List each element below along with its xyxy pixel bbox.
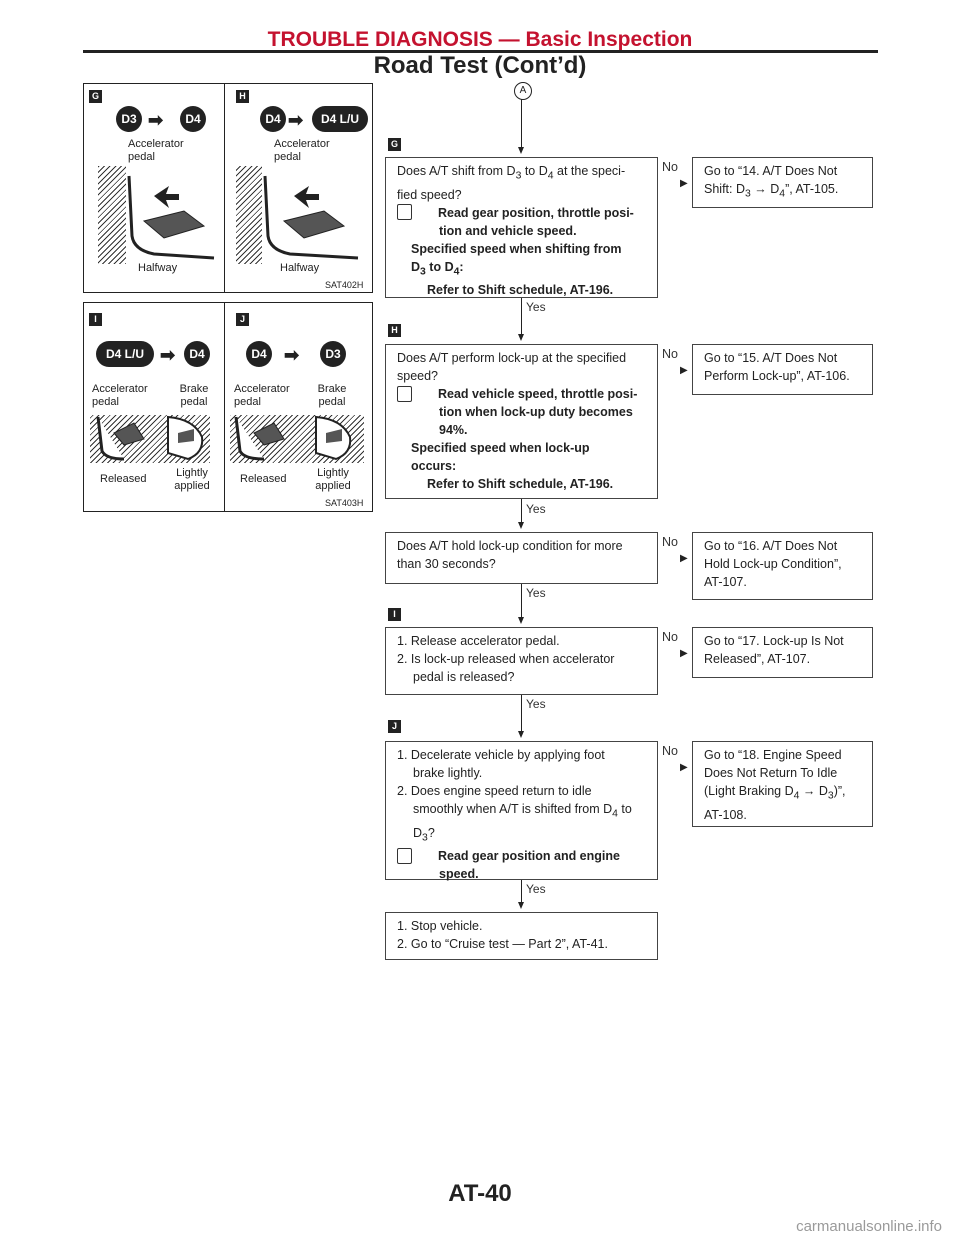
- start-marker-label: A: [519, 85, 527, 96]
- header-rule: [83, 50, 878, 53]
- flow-connector: [521, 880, 522, 902]
- watermark: carmanualsonline.info: [796, 1218, 942, 1235]
- released-label: Released: [240, 473, 287, 485]
- step-1-question: Does A/T shift from D3 to D4 at the spec…: [397, 164, 626, 182]
- no-label: No: [662, 347, 678, 361]
- yes-label: Yes: [526, 697, 546, 711]
- marker-j: J: [236, 313, 249, 326]
- step-1-no-action: Go to “14. A/T Does Not Shift: D3 → D4”,…: [692, 157, 873, 208]
- arrow-right-icon: ➡: [160, 345, 176, 365]
- right-arrow-icon: ▶: [680, 553, 688, 564]
- flow-connector: [521, 99, 522, 147]
- step-2-box: Does A/T perform lock-up at the specifie…: [385, 344, 658, 499]
- marker-g: G: [388, 138, 401, 151]
- flow-connector: [521, 584, 522, 617]
- accelerator-label: Accelerator pedal: [274, 138, 330, 163]
- no-label: No: [662, 630, 678, 644]
- step-4-box: 1. Release accelerator pedal. 2. Is lock…: [385, 627, 658, 695]
- marker-j: J: [388, 720, 401, 733]
- gear-badge-to: D4 L/U: [312, 106, 368, 132]
- arrow-right-icon: ➡: [284, 345, 300, 365]
- floor-hatch: [236, 166, 262, 264]
- no-label: No: [662, 744, 678, 758]
- down-arrow-icon: [518, 147, 524, 154]
- marker-h: H: [236, 90, 249, 103]
- flow-connector: [521, 499, 522, 522]
- right-arrow-icon: ▶: [680, 365, 688, 376]
- accelerator-pedal-illustration: [234, 416, 285, 461]
- gear-badge-to: D3: [320, 341, 346, 367]
- accelerator-pedal-illustration: [263, 175, 359, 260]
- step-3-box: Does A/T hold lock-up condition for more…: [385, 532, 658, 584]
- right-arrow-icon: ▶: [680, 648, 688, 659]
- arrow-right-icon: ➡: [148, 110, 164, 130]
- page-subtitle: Road Test (Cont’d): [373, 52, 587, 79]
- accelerator-pedal-illustration: [96, 416, 145, 461]
- step-1-box: Does A/T shift from D3 to D4 at the spec…: [385, 157, 658, 298]
- marker-h: H: [388, 324, 401, 337]
- pedal-position-label: Halfway: [138, 262, 178, 274]
- brake-pedal-illustration: [315, 415, 352, 461]
- step-5-no-action: Go to “18. Engine Speed Does Not Return …: [692, 741, 873, 827]
- gear-badge-from: D3: [116, 106, 142, 132]
- lightly-applied-label: Lightly applied: [315, 467, 351, 492]
- accelerator-label: Accelerator pedal: [92, 383, 148, 408]
- step-5-box: 1. Decelerate vehicle by applying foot b…: [385, 741, 658, 881]
- yes-label: Yes: [526, 300, 546, 314]
- figure-bottom: I D4 L/U ➡ D4 Accelerator pedal Brake pe…: [83, 302, 373, 512]
- released-label: Released: [100, 473, 147, 485]
- accelerator-pedal-illustration: [127, 175, 215, 260]
- step-4-no-action: Go to “17. Lock-up Is Not Released”, AT-…: [692, 627, 873, 678]
- step-3-no-action: Go to “16. A/T Does Not Hold Lock-up Con…: [692, 532, 873, 600]
- yes-label: Yes: [526, 882, 546, 896]
- brake-label: Brake pedal: [179, 383, 209, 408]
- brake-pedal-illustration: [167, 415, 204, 461]
- down-arrow-icon: [518, 617, 524, 624]
- tester-icon: [397, 204, 412, 221]
- accelerator-label: Accelerator pedal: [128, 138, 184, 163]
- yes-label: Yes: [526, 586, 546, 600]
- step-2-no-action: Go to “15. A/T Does Not Perform Lock-up”…: [692, 344, 873, 395]
- figure-code: SAT402H: [325, 280, 364, 290]
- arrow-right-icon: ➡: [288, 110, 304, 130]
- start-marker: A: [514, 82, 532, 100]
- figure-divider: [224, 84, 225, 292]
- tester-icon: [397, 385, 412, 402]
- no-label: No: [662, 160, 678, 174]
- down-arrow-icon: [518, 902, 524, 909]
- right-arrow-icon: ▶: [680, 762, 688, 773]
- down-arrow-icon: [518, 522, 524, 529]
- lightly-applied-label: Lightly applied: [174, 467, 210, 492]
- gear-badge-to: D4: [180, 106, 206, 132]
- marker-i: I: [89, 313, 102, 326]
- tester-icon: [397, 847, 412, 864]
- pedal-position-label: Halfway: [280, 262, 320, 274]
- marker-i: I: [388, 608, 401, 621]
- gear-badge-to: D4: [184, 341, 210, 367]
- gear-badge-from: D4: [260, 106, 286, 132]
- figure-divider: [224, 303, 225, 511]
- down-arrow-icon: [518, 731, 524, 738]
- page-number: AT-40: [448, 1180, 512, 1207]
- right-arrow-icon: ▶: [680, 178, 688, 189]
- marker-g: G: [89, 90, 102, 103]
- brake-label: Brake pedal: [317, 383, 347, 408]
- figure-top: G D3 ➡ D4 Accelerator pedal Halfway H D4…: [83, 83, 373, 293]
- flow-connector: [521, 695, 522, 731]
- down-arrow-icon: [518, 334, 524, 341]
- gear-badge-from: D4: [246, 341, 272, 367]
- section-title: TROUBLE DIAGNOSIS — Basic Inspection: [267, 28, 693, 51]
- figure-code: SAT403H: [325, 498, 364, 508]
- step-6-box: 1. Stop vehicle. 2. Go to “Cruise test —…: [385, 912, 658, 960]
- gear-badge-from: D4 L/U: [96, 341, 154, 367]
- accelerator-label: Accelerator pedal: [234, 383, 290, 408]
- flow-connector: [521, 298, 522, 334]
- yes-label: Yes: [526, 502, 546, 516]
- no-label: No: [662, 535, 678, 549]
- floor-hatch: [98, 166, 126, 264]
